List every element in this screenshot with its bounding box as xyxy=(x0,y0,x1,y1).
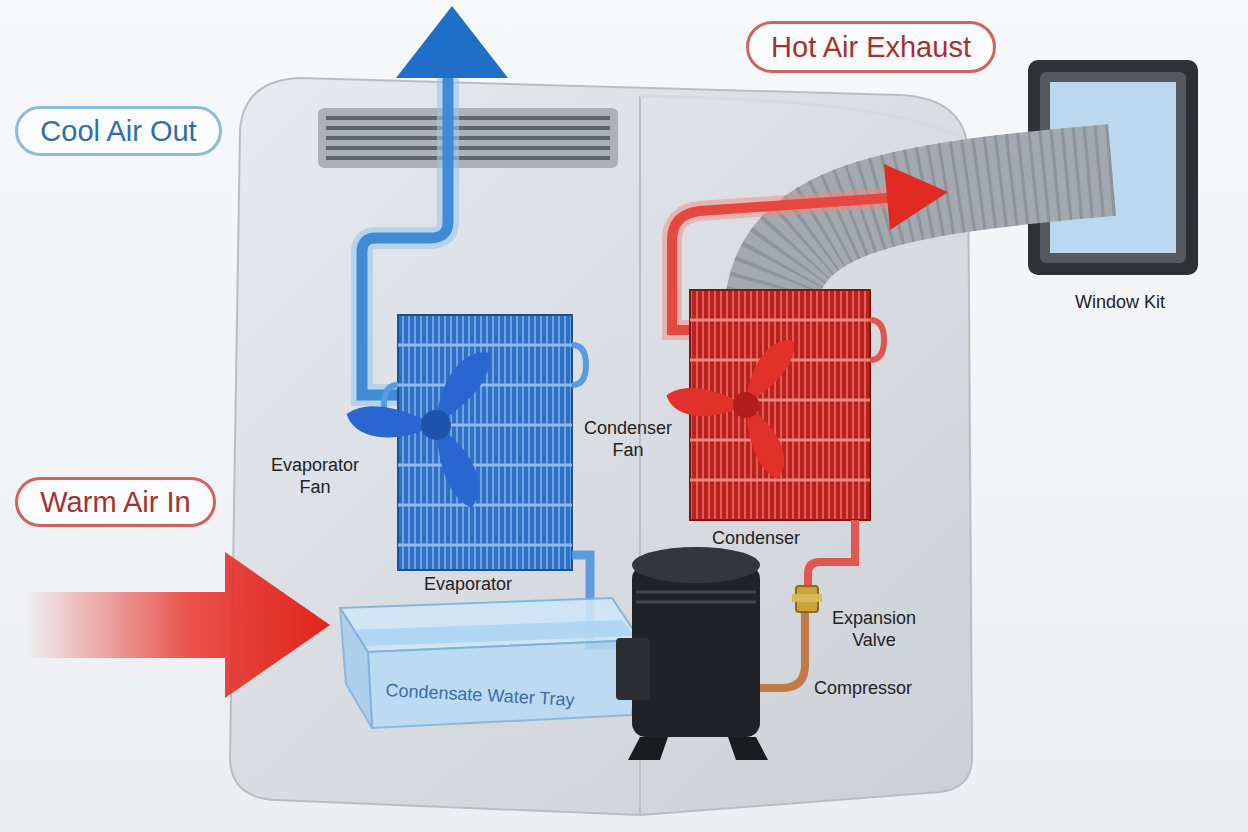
part-label: Condenser xyxy=(712,528,824,550)
evaporator-fan xyxy=(346,352,499,508)
compressor xyxy=(616,638,650,700)
callout-pill: Hot Air Exhaust xyxy=(746,21,996,73)
expansion-valve xyxy=(792,586,822,612)
condenser-coil xyxy=(870,320,884,360)
condenser-fan xyxy=(733,392,759,418)
pill-text: Hot Air Exhaust xyxy=(771,31,971,64)
compressor xyxy=(628,737,768,760)
compressor xyxy=(636,592,756,602)
part-label: Evaporator xyxy=(424,574,536,596)
pill-text: Warm Air In xyxy=(40,486,190,519)
evaporator-coil xyxy=(398,315,572,570)
hot-air-arrow xyxy=(884,164,948,230)
refrigerant-pipes xyxy=(808,520,855,588)
callout-pill: Cool Air Out xyxy=(15,106,222,156)
cool-air-arrow xyxy=(396,6,508,78)
warm-air-arrow xyxy=(25,552,330,698)
housing xyxy=(640,96,965,140)
air-grille xyxy=(318,108,618,168)
part-label: Expansion Valve xyxy=(822,608,926,651)
evaporator-coil xyxy=(398,345,572,545)
condensate-tray xyxy=(340,598,640,728)
part-label: Window Kit xyxy=(1064,292,1176,314)
evaporator-coil xyxy=(384,345,586,425)
part-label: Evaporator Fan xyxy=(268,455,362,498)
refrigerant-pipes xyxy=(758,610,805,688)
callout-pill: Warm Air In xyxy=(15,477,216,527)
evaporator-fan xyxy=(421,410,451,440)
warm-air-arrow xyxy=(25,552,330,698)
compressor xyxy=(616,547,768,760)
evaporator-coil xyxy=(384,315,586,570)
condenser-fan xyxy=(722,405,802,479)
air-grille xyxy=(326,118,610,158)
compressor xyxy=(632,547,760,583)
part-label: Compressor xyxy=(814,678,926,700)
air-grille xyxy=(318,108,618,168)
part-label: Condenser Fan xyxy=(582,418,674,461)
condenser-fan xyxy=(666,340,802,479)
condensate-tray xyxy=(340,608,372,728)
part-label: Condensate Water Tray xyxy=(385,680,616,714)
evaporator-fan xyxy=(409,425,499,508)
pill-text: Cool Air Out xyxy=(40,115,196,148)
expansion-valve xyxy=(792,594,822,602)
condensate-tray xyxy=(368,640,640,728)
compressor xyxy=(632,565,760,737)
